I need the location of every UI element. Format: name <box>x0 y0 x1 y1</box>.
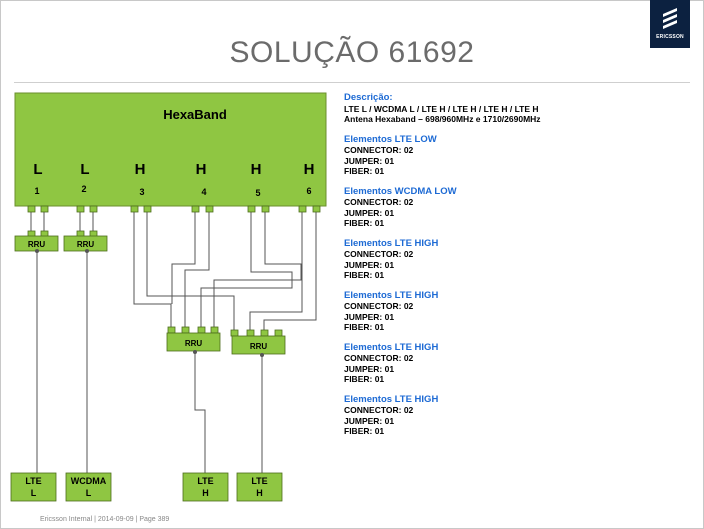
elements-heading: Elementos LTE HIGH <box>344 341 439 353</box>
port-number-6: 6 <box>306 186 311 196</box>
fiber-count: FIBER: 01 <box>344 322 385 332</box>
connector-count: CONNECTOR: 02 <box>344 405 414 415</box>
rru-box-4 <box>231 335 286 355</box>
jumper-count: JUMPER: 01 <box>344 415 395 426</box>
radio-2-line1: WCDMA <box>71 476 107 486</box>
port-number-1: 1 <box>34 186 39 196</box>
elements-heading: Elementos LTE HIGH <box>344 289 439 301</box>
radio-1-line2: L <box>31 488 37 498</box>
elements-section-1: Elementos LTE LOW CONNECTOR: 02 JUMPER: … <box>344 133 694 177</box>
rru-label-1: RRU <box>28 240 46 249</box>
radio-1-line1: LTE <box>25 476 41 486</box>
connector-count: CONNECTOR: 02 <box>344 197 414 207</box>
port-band-1: L <box>33 161 42 178</box>
description-line1: LTE L / WCDMA L / LTE H / LTE H / LTE H … <box>344 103 539 114</box>
connector-count: CONNECTOR: 02 <box>344 301 414 311</box>
slide-title: SOLUÇÃO 61692 <box>229 36 475 69</box>
connector-count: CONNECTOR: 02 <box>344 145 414 155</box>
fiber-count: FIBER: 01 <box>344 426 385 436</box>
elements-section-4: Elementos LTE HIGH CONNECTOR: 02 JUMPER:… <box>344 289 694 333</box>
jumper-count: JUMPER: 01 <box>344 311 395 322</box>
connector-count: CONNECTOR: 02 <box>344 249 414 259</box>
port-band-6: H <box>304 161 315 178</box>
title-divider <box>14 82 690 83</box>
elements-heading: Elementos LTE HIGH <box>344 393 439 405</box>
port-band-3: H <box>135 161 146 178</box>
port-band-2: L <box>80 161 89 178</box>
port-number-3: 3 <box>139 187 144 197</box>
rru-label-2: RRU <box>77 240 95 249</box>
radio-3-line2: H <box>202 488 209 498</box>
hexaband-antenna <box>14 92 327 207</box>
fiber-endpoints <box>35 249 264 357</box>
rru-label-4: RRU <box>250 342 268 351</box>
radio-box-3 <box>182 472 229 502</box>
radio-4-line2: H <box>256 488 263 498</box>
slide-footer: Ericsson Internal | 2014-09-09 | Page 38… <box>40 516 170 523</box>
fiber-count: FIBER: 01 <box>344 166 385 176</box>
description-section: Descrição: LTE L / WCDMA L / LTE H / LTE… <box>344 92 694 125</box>
elements-heading: Elementos LTE LOW <box>344 133 437 145</box>
radio-box-4 <box>236 472 283 502</box>
radio-4-line1: LTE <box>251 476 267 486</box>
fiber-count: FIBER: 01 <box>344 218 385 228</box>
description-heading: Descrição: <box>344 92 393 103</box>
jumper-count: JUMPER: 01 <box>344 207 395 218</box>
radio-box-2 <box>65 472 112 502</box>
rru-connectors <box>27 230 283 337</box>
ericsson-mark-icon <box>663 8 677 29</box>
jumper-count: JUMPER: 01 <box>344 155 395 166</box>
radio-box-1 <box>10 472 57 502</box>
elements-section-5: Elementos LTE HIGH CONNECTOR: 02 JUMPER:… <box>344 341 694 385</box>
port-band-4: H <box>196 161 207 178</box>
elements-section-6: Elementos LTE HIGH CONNECTOR: 02 JUMPER:… <box>344 393 694 437</box>
radio-2-line2: L <box>86 488 92 498</box>
elements-heading: Elementos WCDMA LOW <box>344 185 457 197</box>
fiber-count: FIBER: 01 <box>344 270 385 280</box>
description-line2: Antena Hexaband – 698/960MHz e 1710/2690… <box>344 114 541 124</box>
port-number-4: 4 <box>201 187 206 197</box>
rru-label-3: RRU <box>185 339 203 348</box>
info-panel: Descrição: LTE L / WCDMA L / LTE H / LTE… <box>344 92 694 447</box>
antenna-name: HexaBand <box>163 107 227 122</box>
port-band-5: H <box>251 161 262 178</box>
antenna-connectors <box>27 205 321 213</box>
port-number-5: 5 <box>255 188 260 198</box>
radio-3-line1: LTE <box>197 476 213 486</box>
jumper-count: JUMPER: 01 <box>344 363 395 374</box>
elements-section-2: Elementos WCDMA LOW CONNECTOR: 02 JUMPER… <box>344 185 694 229</box>
logo-wordmark: ERICSSON <box>656 34 684 40</box>
port-number-2: 2 <box>81 184 86 194</box>
ericsson-logo: ERICSSON <box>650 0 690 48</box>
fiber-count: FIBER: 01 <box>344 374 385 384</box>
jumper-cables <box>30 212 317 331</box>
connector-count: CONNECTOR: 02 <box>344 353 414 363</box>
elements-section-3: Elementos LTE HIGH CONNECTOR: 02 JUMPER:… <box>344 237 694 281</box>
jumper-count: JUMPER: 01 <box>344 259 395 270</box>
elements-heading: Elementos LTE HIGH <box>344 237 439 249</box>
fiber-cables <box>36 251 263 473</box>
